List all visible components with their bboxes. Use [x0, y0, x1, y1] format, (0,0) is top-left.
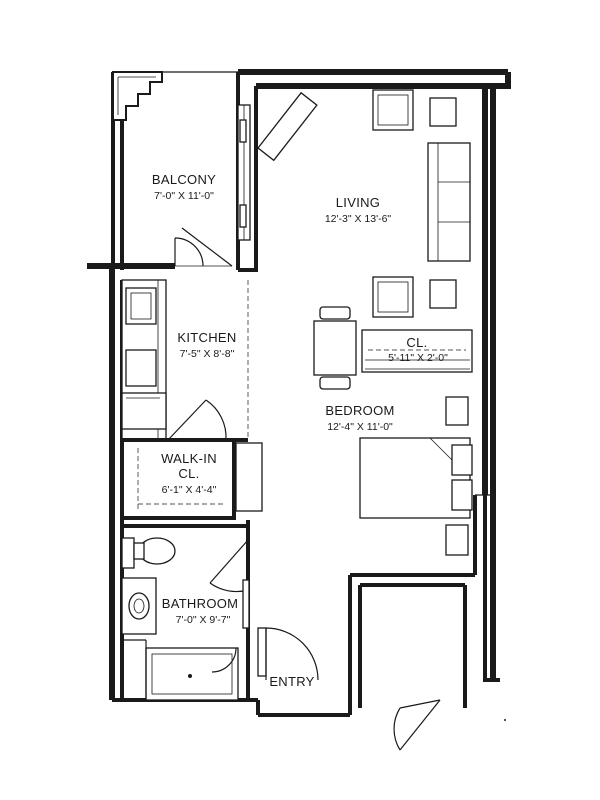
kitchen-dimensions: 7'-5" X 8'-8" — [180, 348, 235, 360]
balcony-dimensions: 7'-0" X 11'-0" — [154, 190, 214, 202]
living-furniture — [257, 89, 471, 390]
living-dimensions: 12'-3" X 13'-6" — [325, 213, 392, 225]
closet-dimensions: 5'-11" X 2'-0" — [388, 352, 448, 364]
bedroom-dimensions: 12'-4" X 11'-0" — [327, 421, 393, 433]
bathroom-dimensions: 7'-0" X 9'-7" — [176, 614, 231, 626]
balcony-area — [112, 71, 251, 267]
entry-door — [257, 627, 506, 751]
living-label: LIVING — [336, 195, 380, 210]
walkin-label-line2: CL. — [178, 466, 199, 481]
walkin-dimensions: 6'-1" X 4'-4" — [162, 484, 217, 496]
balcony-label: BALCONY — [152, 172, 216, 187]
walkin-label-line1: WALK-IN — [161, 451, 217, 466]
kitchen-area — [121, 279, 249, 442]
bathroom-area — [121, 524, 250, 701]
closet-label: CL. — [406, 335, 427, 350]
bedroom-label: BEDROOM — [325, 403, 394, 418]
kitchen-label: KITCHEN — [177, 330, 236, 345]
bathroom-label: BATHROOM — [162, 596, 239, 611]
walkin-closet-area — [120, 438, 263, 520]
bedroom-furniture — [359, 396, 473, 556]
room-labels: BALCONY 7'-0" X 11'-0" LIVING 12'-3" X 1… — [152, 172, 448, 689]
entry-label: ENTRY — [269, 674, 314, 689]
closet-area — [361, 329, 473, 373]
